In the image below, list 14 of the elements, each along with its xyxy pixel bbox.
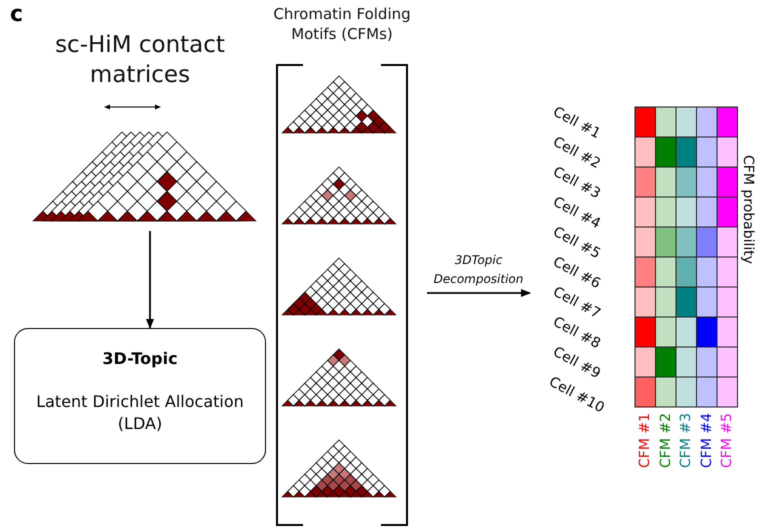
column-label: CFM #1 bbox=[637, 413, 653, 468]
panel-letter: c bbox=[10, 2, 24, 27]
process-box bbox=[14, 328, 266, 464]
column-label: CFM #2 bbox=[658, 413, 674, 468]
column-label: CFM #5 bbox=[719, 413, 735, 468]
column-label: CFM #4 bbox=[698, 413, 714, 468]
axis-title: CFM probability bbox=[740, 155, 756, 264]
heading: sc-HiM contact matrices bbox=[54, 31, 226, 90]
arrow bbox=[146, 231, 154, 329]
arrow bbox=[427, 289, 531, 297]
column-label: CFM #3 bbox=[678, 413, 694, 468]
box-text: Latent Dirichlet Allocation (LDA) bbox=[35, 391, 245, 435]
box-title: 3D-Topic bbox=[101, 349, 179, 368]
group-heading: Chromatin Folding Motifs (CFMs) bbox=[272, 4, 412, 44]
